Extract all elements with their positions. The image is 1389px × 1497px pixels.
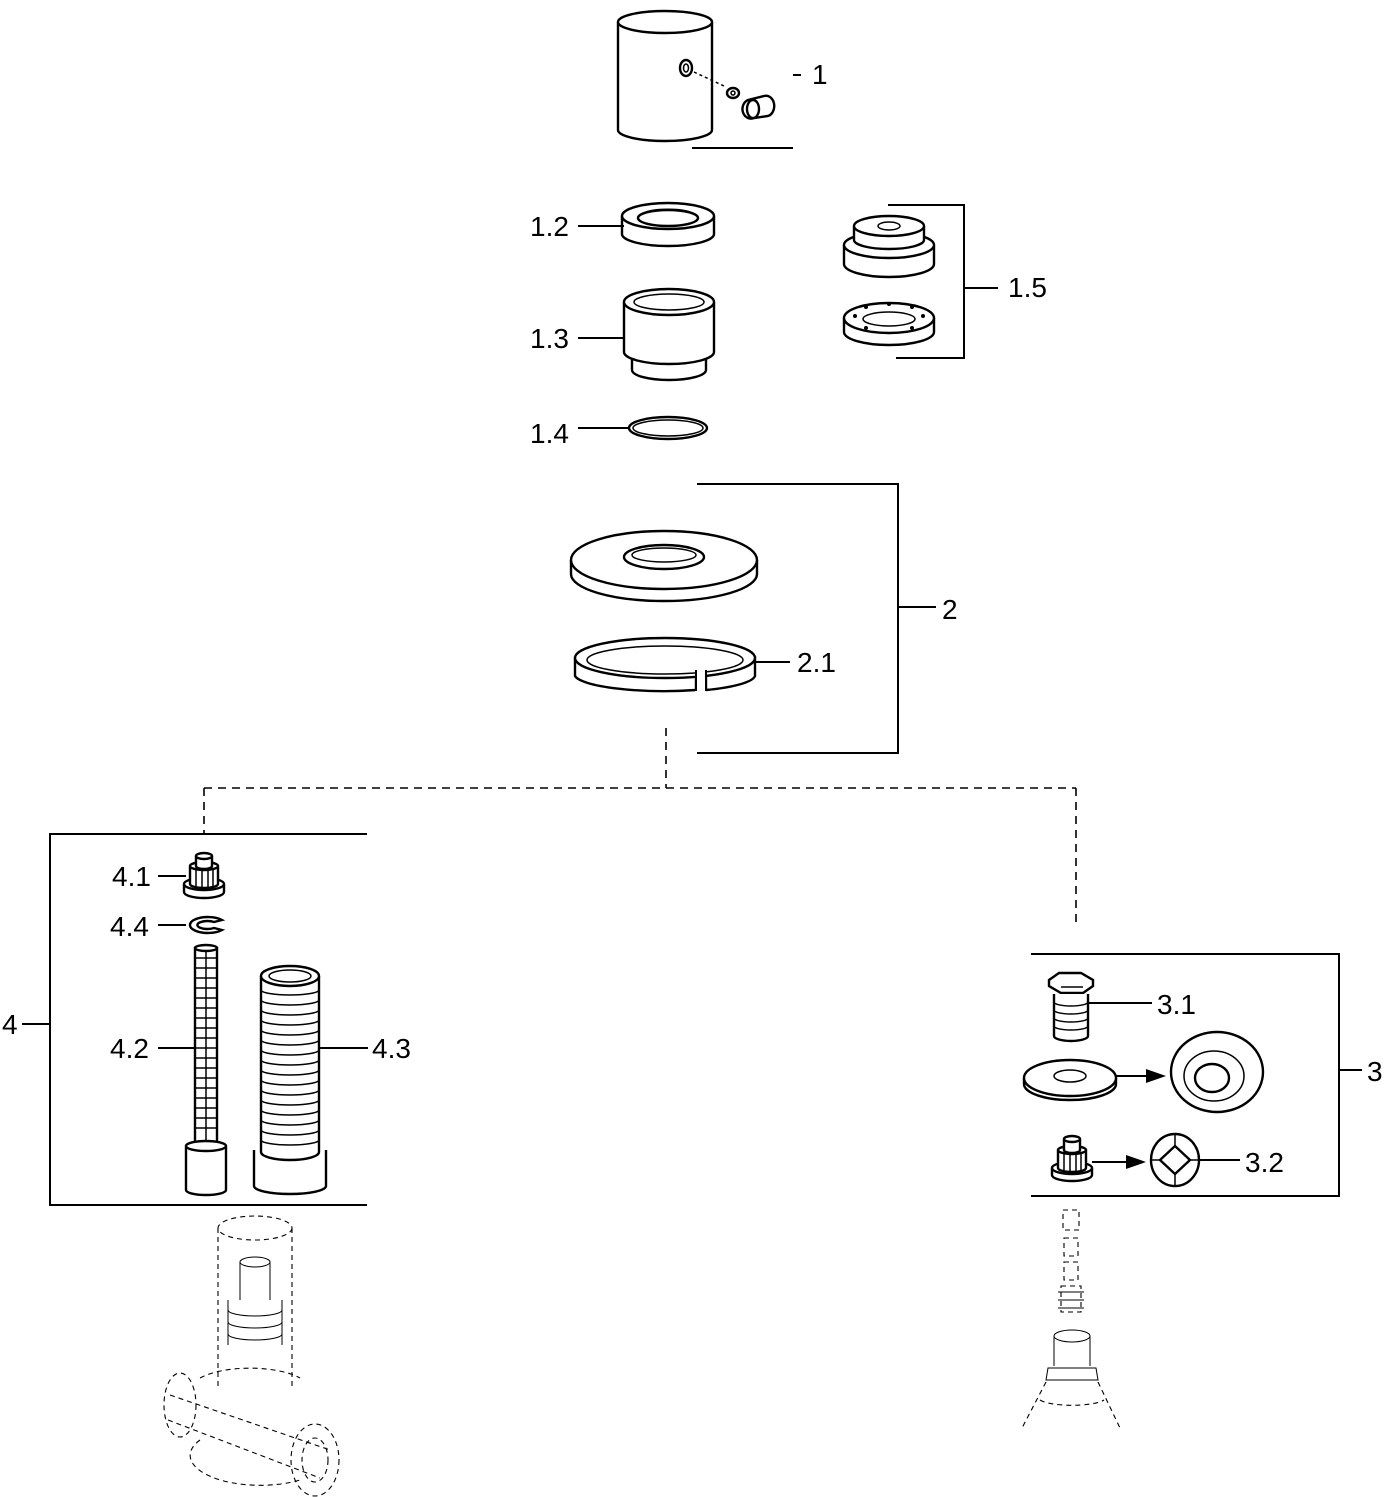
part-3-disc xyxy=(1022,1058,1118,1102)
part-1-2-ring xyxy=(620,201,716,248)
callout-1: 1 xyxy=(812,59,828,90)
callout-1-leader xyxy=(692,74,801,149)
arrow-adapter-to-cover xyxy=(1092,1155,1146,1169)
part-2-1-split-ring xyxy=(573,636,757,693)
callout-1-4: 1.4 xyxy=(530,418,569,449)
part-3-2-cover xyxy=(1149,1132,1201,1188)
part-1-3-bushing xyxy=(622,287,716,382)
callout-1-5: 1.5 xyxy=(1008,272,1047,303)
part-4-2-spindle xyxy=(184,943,228,1197)
part-2-rosette xyxy=(569,529,759,603)
callout-4: 4 xyxy=(2,1009,18,1040)
part-1-4-o-ring xyxy=(627,415,709,441)
bracket-2 xyxy=(697,483,936,754)
callout-3-2: 3.2 xyxy=(1245,1147,1284,1178)
bracket-3 xyxy=(1031,953,1362,1197)
callout-1-2: 1.2 xyxy=(530,211,569,242)
callout-4-3: 4.3 xyxy=(372,1033,411,1064)
part-1-handle xyxy=(616,9,776,143)
callout-2-1: 2.1 xyxy=(797,647,836,678)
part-4-1-adapter xyxy=(182,851,226,900)
part-1-5-kit xyxy=(842,214,936,347)
ghost-valve-body-left xyxy=(163,1215,340,1497)
callout-3-1: 3.1 xyxy=(1157,989,1196,1020)
callout-1-3: 1.3 xyxy=(530,323,569,354)
part-3-1-hex-adapter xyxy=(1047,971,1095,1043)
part-4-3-sleeve xyxy=(252,964,328,1196)
part-3-cap xyxy=(1169,1030,1265,1114)
callout-4-1: 4.1 xyxy=(112,861,151,892)
bracket-1-5 xyxy=(888,204,998,359)
callout-2: 2 xyxy=(942,594,958,625)
ghost-valve-body-right xyxy=(1021,1209,1121,1429)
callout-4-2: 4.2 xyxy=(110,1033,149,1064)
arrow-disc-to-cap xyxy=(1116,1069,1166,1083)
callout-4-4: 4.4 xyxy=(110,911,149,942)
callout-3: 3 xyxy=(1367,1056,1383,1087)
part-4-4-clip xyxy=(188,915,226,935)
dashed-connectors xyxy=(203,728,1077,928)
part-3-2-spline-adapter xyxy=(1050,1134,1094,1183)
bracket-4 xyxy=(22,833,367,1206)
